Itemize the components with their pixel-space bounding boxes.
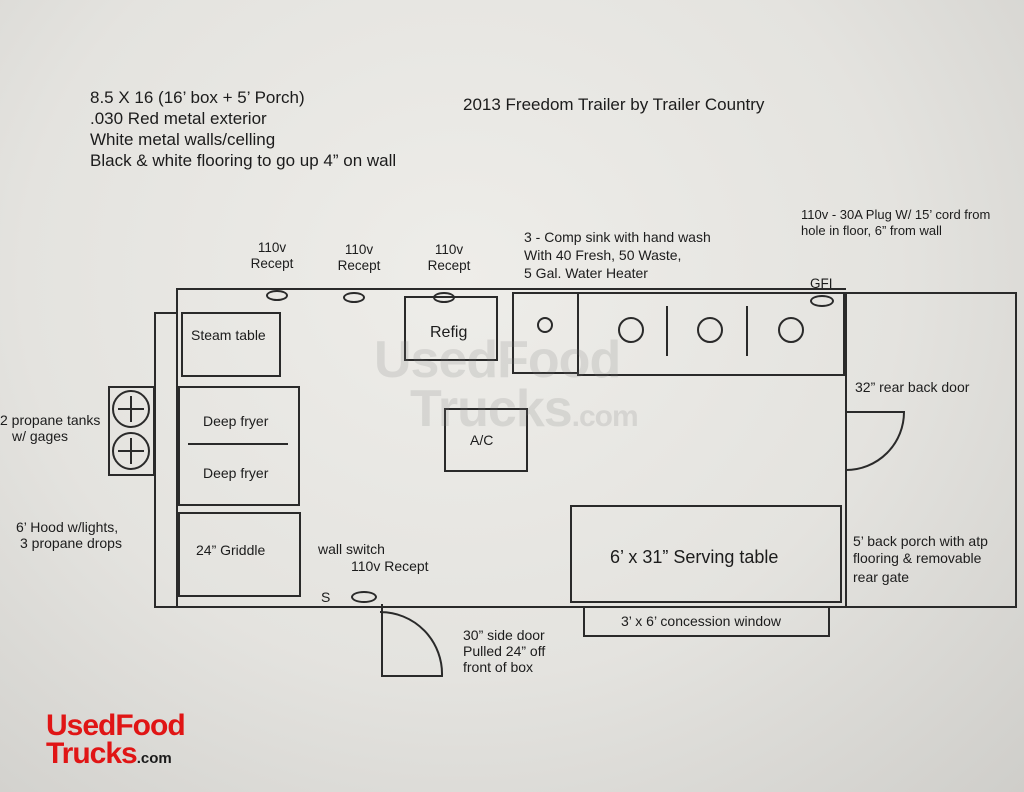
recept-1-voltage: 110v	[257, 240, 287, 255]
receptacle-icon	[351, 591, 377, 603]
hood-label-line1: 6’ Hood w/lights,	[16, 519, 119, 535]
concession-window	[583, 606, 830, 637]
recept-label-2: 110v Recept	[331, 242, 387, 274]
porch-label-1: 5’ back porch with atp	[853, 533, 988, 549]
recept-bottom-label: 110v Recept	[351, 558, 429, 574]
receptacle-icon	[433, 292, 455, 303]
recept-2-voltage: 110v	[344, 242, 374, 257]
steam-table-label: Steam table	[191, 327, 266, 343]
watermark-line1: UsedFood	[374, 331, 621, 389]
refig-label: Refig	[430, 324, 468, 341]
sink-note-line1: 3 - Comp sink with hand wash	[524, 229, 711, 245]
sink-note-line3: 5 Gal. Water Heater	[524, 265, 648, 281]
ac-label: A/C	[470, 432, 494, 448]
spec-dimensions: 8.5 X 16 (16’ box + 5’ Porch)	[90, 88, 305, 107]
spec-exterior: .030 Red metal exterior	[90, 109, 267, 128]
sink-note-line2: With 40 Fresh, 50 Waste,	[524, 247, 682, 263]
hand-sink-drain-icon	[537, 317, 553, 333]
plug-note-line2: hole in floor, 6” from wall	[801, 223, 942, 238]
side-door-label-2: Pulled 24” off	[463, 643, 546, 659]
plug-note-line1: 110v - 30A Plug W/ 15’ cord from	[801, 207, 991, 222]
porch-label-2: flooring & removable	[853, 550, 982, 566]
sink-drain-icon	[778, 317, 804, 343]
propane-label-line1: 2 propane tanks	[0, 412, 101, 428]
recept-label-1: 110v Recept	[244, 240, 300, 272]
propane-tank-icon	[112, 432, 150, 470]
porch-outline	[845, 292, 1017, 608]
recept-label-3: 110v Recept	[421, 242, 477, 274]
gfi-label: GFI	[810, 276, 833, 291]
serving-table-label: 6’ x 31” Serving table	[610, 547, 779, 567]
rear-door-label: 32” rear back door	[855, 379, 970, 395]
steam-table	[181, 312, 281, 377]
logo-line2: Trucks	[46, 736, 138, 770]
sink-divider	[746, 306, 748, 356]
sink-divider	[666, 306, 668, 356]
griddle	[178, 512, 301, 597]
logo-line1: UsedFood	[46, 709, 186, 742]
deep-fryer-2-label: Deep fryer	[203, 465, 269, 481]
concession-window-label: 3’ x 6’ concession window	[621, 613, 782, 629]
sink-drain-icon	[618, 317, 644, 343]
griddle-label: 24” Griddle	[196, 542, 266, 558]
deep-fryer-1-label: Deep fryer	[203, 413, 269, 429]
receptacle-icon	[343, 292, 365, 303]
wall-switch-label: wall switch	[318, 541, 385, 557]
hood-label-line2: 3 propane drops	[20, 535, 122, 551]
recept-3-text: Recept	[427, 257, 471, 273]
recept-2-text: Recept	[337, 257, 381, 273]
watermark: UsedFood Trucks.com	[374, 331, 639, 439]
plan-title: 2013 Freedom Trailer by Trailer Country	[463, 95, 765, 114]
side-door-swing-icon	[379, 604, 444, 677]
hood-outline	[154, 312, 178, 608]
recept-1-text: Recept	[250, 255, 294, 271]
side-door-label-1: 30” side door	[463, 627, 545, 643]
sink-drain-icon	[697, 317, 723, 343]
propane-tank-rack	[108, 386, 155, 476]
fryer-divider	[188, 443, 288, 445]
watermark-suffix: .com	[571, 400, 639, 434]
ac-unit	[444, 408, 528, 472]
propane-label-line2: w/ gages	[12, 428, 69, 444]
spec-flooring: Black & white flooring to go up 4” on wa…	[90, 151, 397, 170]
brand-logo[interactable]: UsedFood Trucks.com	[46, 709, 186, 770]
recept-3-voltage: 110v	[434, 242, 464, 257]
porch-label-3: rear gate	[853, 569, 910, 585]
receptacle-icon	[266, 290, 288, 301]
three-comp-sink	[577, 292, 845, 376]
deep-fryer-unit	[178, 386, 300, 506]
side-door-label-3: front of box	[463, 659, 534, 675]
serving-table	[570, 505, 842, 603]
propane-tank-icon	[112, 390, 150, 428]
gfi-outlet-icon	[810, 295, 834, 307]
watermark-line2: Trucks	[410, 380, 573, 439]
trailer-box-bottom-wall	[176, 606, 846, 608]
spec-walls: White metal walls/celling	[90, 130, 276, 149]
switch-symbol: S	[321, 589, 331, 605]
rear-door-swing-icon	[845, 411, 906, 471]
logo-suffix: .com	[136, 749, 172, 767]
